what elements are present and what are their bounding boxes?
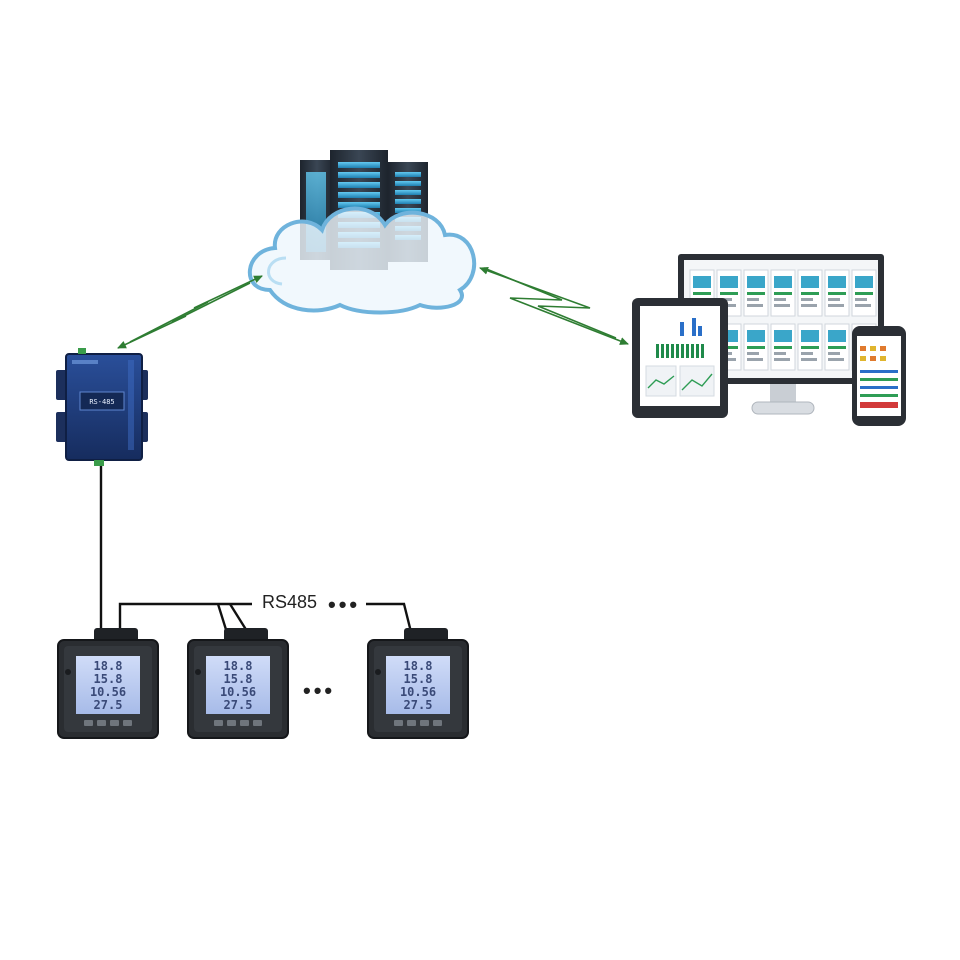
gateway-device-icon: RS-485 [56,348,148,466]
meter-lcd-reading: 27.5 [404,698,433,712]
dashboard-tile [770,323,796,371]
meter-lcd-reading: 15.8 [404,672,433,686]
phone-icon [852,326,906,426]
meter-lcd-reading: 15.8 [224,672,253,686]
client-terminals-icon [632,254,906,426]
meter-lcd-reading: 18.8 [224,659,253,673]
meter-lcd-reading: 27.5 [224,698,253,712]
bus-continuation-dots: ••• [328,592,360,617]
meter-lcd-reading: 10.56 [400,685,436,699]
dashboard-tile [743,269,769,317]
dashboard-tile [851,269,877,317]
dashboard-tile [824,269,850,317]
dashboard-tile [797,323,823,371]
meter-lcd-reading: 18.8 [404,659,433,673]
dashboard-tile [797,269,823,317]
meter-lcd-reading: 10.56 [90,685,126,699]
meter-lcd-reading: 10.56 [220,685,256,699]
tablet-icon [632,298,728,418]
cloud-shape [247,206,477,315]
dashboard-tile [824,323,850,371]
dashboard-tile [770,269,796,317]
link-arrow-cloud-clients [479,266,629,345]
rs485-label: RS485 [262,592,317,612]
gateway-screen-text: RS-485 [89,398,114,406]
cloud-server-icon [247,150,477,315]
meter-lcd-reading: 18.8 [94,659,123,673]
link-arrow-cloud-gateway [117,275,263,349]
rs485-wiring [99,466,414,637]
dashboard-tile [743,323,769,371]
meter-lcd-reading: 27.5 [94,698,123,712]
meter-gap-dots: ••• [303,678,335,703]
meter-lcd-reading: 15.8 [94,672,123,686]
